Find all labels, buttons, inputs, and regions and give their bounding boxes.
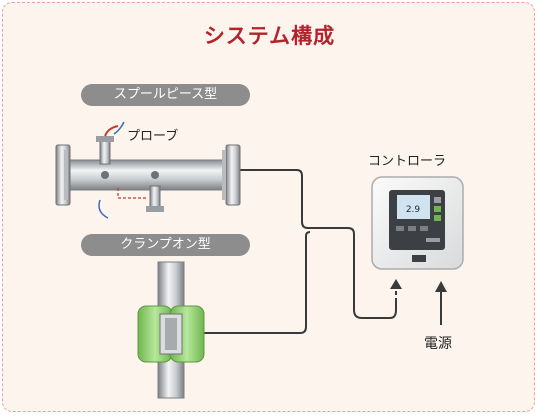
controller-label: コントローラ — [368, 154, 447, 169]
probe-lower — [149, 185, 161, 209]
probe-label: プローブ — [127, 129, 179, 144]
controller-unit: 2.9 — [371, 176, 464, 270]
spool-cable — [240, 169, 397, 319]
probe-wire-blue — [98, 199, 109, 219]
clamp-type-label: クランプオン型 — [81, 234, 250, 256]
clamp-cable — [198, 231, 311, 334]
spool-type-label: スプールピース型 — [81, 84, 250, 106]
spool-piece-flowmeter — [55, 121, 241, 219]
probe-wire-red — [104, 125, 119, 137]
probe-upper — [99, 139, 111, 165]
controller-reading: 2.9 — [406, 205, 421, 215]
clamp-on-flowmeter — [137, 261, 205, 399]
power-arrow — [435, 281, 447, 325]
spool-right-flange — [225, 144, 241, 206]
controller-screen — [397, 195, 430, 219]
signal-arrow — [390, 279, 402, 302]
diagram-title: システム構成 — [203, 24, 336, 48]
power-label: 電源 — [424, 336, 452, 352]
